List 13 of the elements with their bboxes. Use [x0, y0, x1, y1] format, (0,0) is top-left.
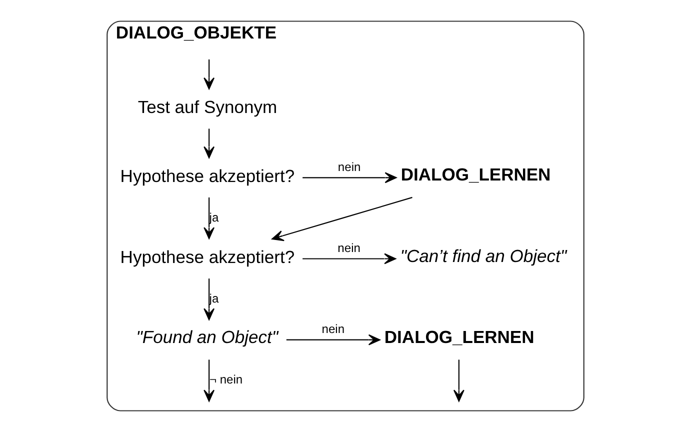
node-text: Hypothese akzeptiert?: [120, 166, 295, 186]
node-text: "Can’t find an Object": [400, 246, 567, 266]
node-text: DIALOG_LERNEN: [400, 164, 551, 185]
edge-label: ¬ nein: [209, 372, 243, 386]
node-text: Test auf Synonym: [138, 96, 278, 117]
node-text: Hypothese akzeptiert?: [120, 246, 295, 267]
edge-label: nein: [322, 322, 345, 336]
edge-label: ja: [209, 291, 219, 306]
edge-label: nein: [338, 160, 361, 174]
edge-label: nein: [338, 240, 360, 255]
edge-label: ja: [209, 210, 219, 224]
node-text: DIALOG_LERNEN: [384, 326, 534, 347]
node-text: "Found an Object": [136, 326, 278, 347]
